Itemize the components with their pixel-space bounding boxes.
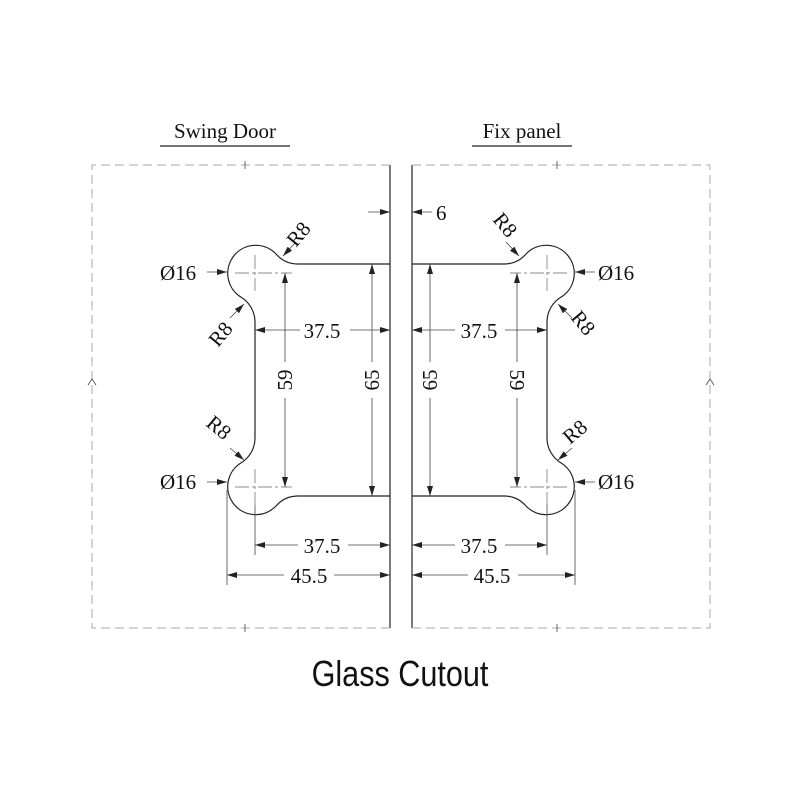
cut-height-label: 65 — [360, 370, 384, 391]
hole-offset-label: 37.5 — [304, 534, 341, 558]
radius-label: R8 — [558, 415, 592, 449]
diameter-label: Ø16 — [598, 470, 634, 494]
overall-width-label: 45.5 — [291, 564, 328, 588]
drawing-title: Glass Cutout — [312, 655, 489, 695]
radius-label: R8 — [281, 217, 315, 251]
swing-door-title: Swing Door — [174, 119, 276, 143]
hole-offset-label: 37.5 — [461, 534, 498, 558]
gap-dimension: 6 — [436, 201, 447, 225]
hole-spacing-label: 59 — [505, 370, 529, 391]
fix-panel-cutout — [412, 161, 714, 632]
fix-panel-title: Fix panel — [483, 119, 562, 143]
hole-spacing-label: 59 — [273, 370, 297, 391]
cut-height-label: 65 — [418, 370, 442, 391]
radius-label: R8 — [202, 410, 236, 444]
radius-label: R8 — [566, 306, 600, 340]
swing-door-cutout — [88, 161, 390, 632]
radius-label: R8 — [488, 208, 522, 242]
inner-width-label: 37.5 — [304, 319, 341, 343]
inner-width-label: 37.5 — [461, 319, 498, 343]
radius-label: R8 — [203, 317, 237, 351]
diameter-label: Ø16 — [160, 470, 196, 494]
overall-width-label: 45.5 — [474, 564, 511, 588]
diameter-label: Ø16 — [598, 261, 634, 285]
diameter-label: Ø16 — [160, 261, 196, 285]
